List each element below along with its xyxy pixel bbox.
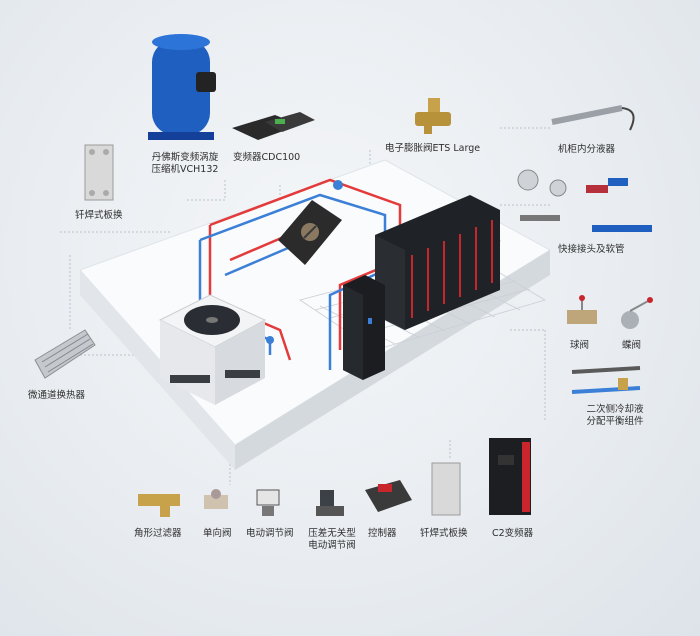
distributor-image: [551, 105, 635, 131]
label-balance-components: 二次侧冷却液 分配平衡组件: [586, 404, 644, 427]
label-compressor: 丹佛斯变频涡旋 压缩机VCH132: [151, 152, 219, 175]
pi-valve-image: [316, 490, 344, 516]
label-controller: 控制器: [368, 528, 397, 539]
electric-valve-image: [256, 489, 280, 516]
label-butterfly-valve: 蝶阀: [622, 340, 642, 351]
brazed-plate-bottom-image: [431, 462, 461, 516]
cdu-cabinet: [343, 275, 385, 380]
callout-lines: [60, 127, 550, 485]
label-pi-valve: 压差无关型 电动调节阀: [308, 528, 356, 551]
pipe-valve-icon: [333, 180, 343, 190]
label-microchannel: 微通道换热器: [28, 390, 86, 401]
balance-components-image: [571, 366, 641, 394]
c2-drive-image: [489, 438, 531, 515]
microchannel-image: [34, 329, 96, 379]
label-check-valve: 单向阀: [203, 528, 232, 539]
dry-cooler-unit: [158, 294, 267, 405]
label-inverter: 变频器CDC100: [233, 152, 301, 163]
angle-filter-image: [138, 494, 180, 517]
ball-valve-image: [567, 295, 597, 324]
brazed-plate-left-image: [84, 144, 114, 201]
pipe-valve-icon-2: [266, 336, 274, 344]
label-quick-connectors: 快接接头及软管: [558, 244, 625, 255]
label-brazed-plate-left: 钎焊式板换: [75, 210, 123, 221]
compressor-image: [148, 34, 216, 140]
plate-heat-exchanger-unit: [278, 200, 342, 265]
label-expansion-valve: 电子膨胀阀ETS Large: [385, 143, 481, 154]
expansion-valve-image: [415, 98, 451, 134]
quick-connectors-image: [517, 169, 652, 232]
label-brazed-plate-bottom: 钎焊式板换: [420, 528, 468, 539]
butterfly-valve-image: [621, 297, 653, 329]
label-c2-drive: C2变频器: [492, 528, 534, 539]
label-electric-valve: 电动调节阀: [246, 528, 294, 539]
inverter-image: [232, 112, 315, 140]
label-distributor: 机柜内分液器: [558, 144, 616, 155]
server-racks: [375, 195, 500, 330]
controller-image: [365, 480, 412, 512]
label-angle-filter: 角形过滤器: [134, 528, 182, 539]
check-valve-image: [204, 489, 228, 509]
label-ball-valve: 球阀: [570, 340, 590, 351]
